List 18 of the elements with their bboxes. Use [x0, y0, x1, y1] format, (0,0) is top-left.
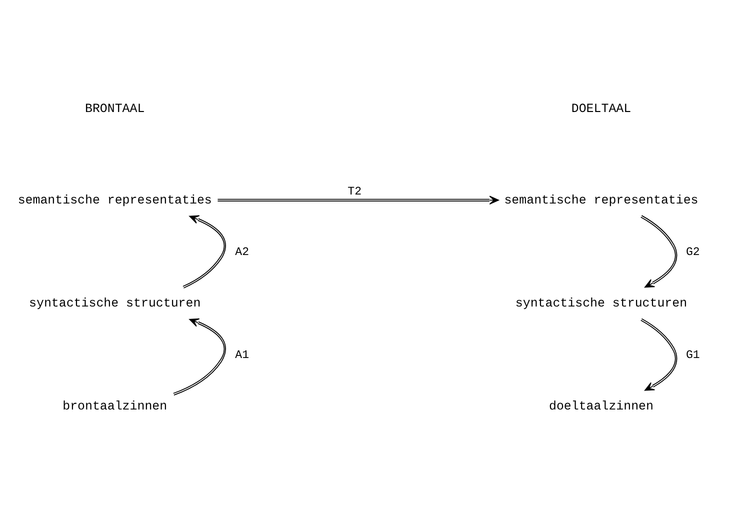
arrow — [640, 214, 678, 288]
arrow — [172, 318, 226, 395]
edge-label: G1 — [686, 348, 700, 362]
edge-label: T2 — [348, 184, 362, 198]
node-text: doeltaalzinnen — [548, 399, 654, 414]
arrow — [217, 195, 499, 204]
node-text: semantische representaties — [504, 192, 698, 207]
label: DOELTAAL — [571, 101, 632, 116]
node-text: semantische representaties — [18, 192, 212, 207]
node-text: brontaalzinnen — [62, 399, 168, 414]
arrow — [640, 318, 678, 390]
edge-label: G2 — [686, 245, 700, 258]
edge-label: A2 — [235, 245, 250, 258]
label: BRONTAAL — [85, 101, 145, 116]
node-text: syntactische structuren — [29, 296, 201, 310]
arrow — [182, 214, 226, 288]
node-text: syntactische structuren — [515, 296, 688, 310]
edge-label: A1 — [235, 348, 250, 362]
